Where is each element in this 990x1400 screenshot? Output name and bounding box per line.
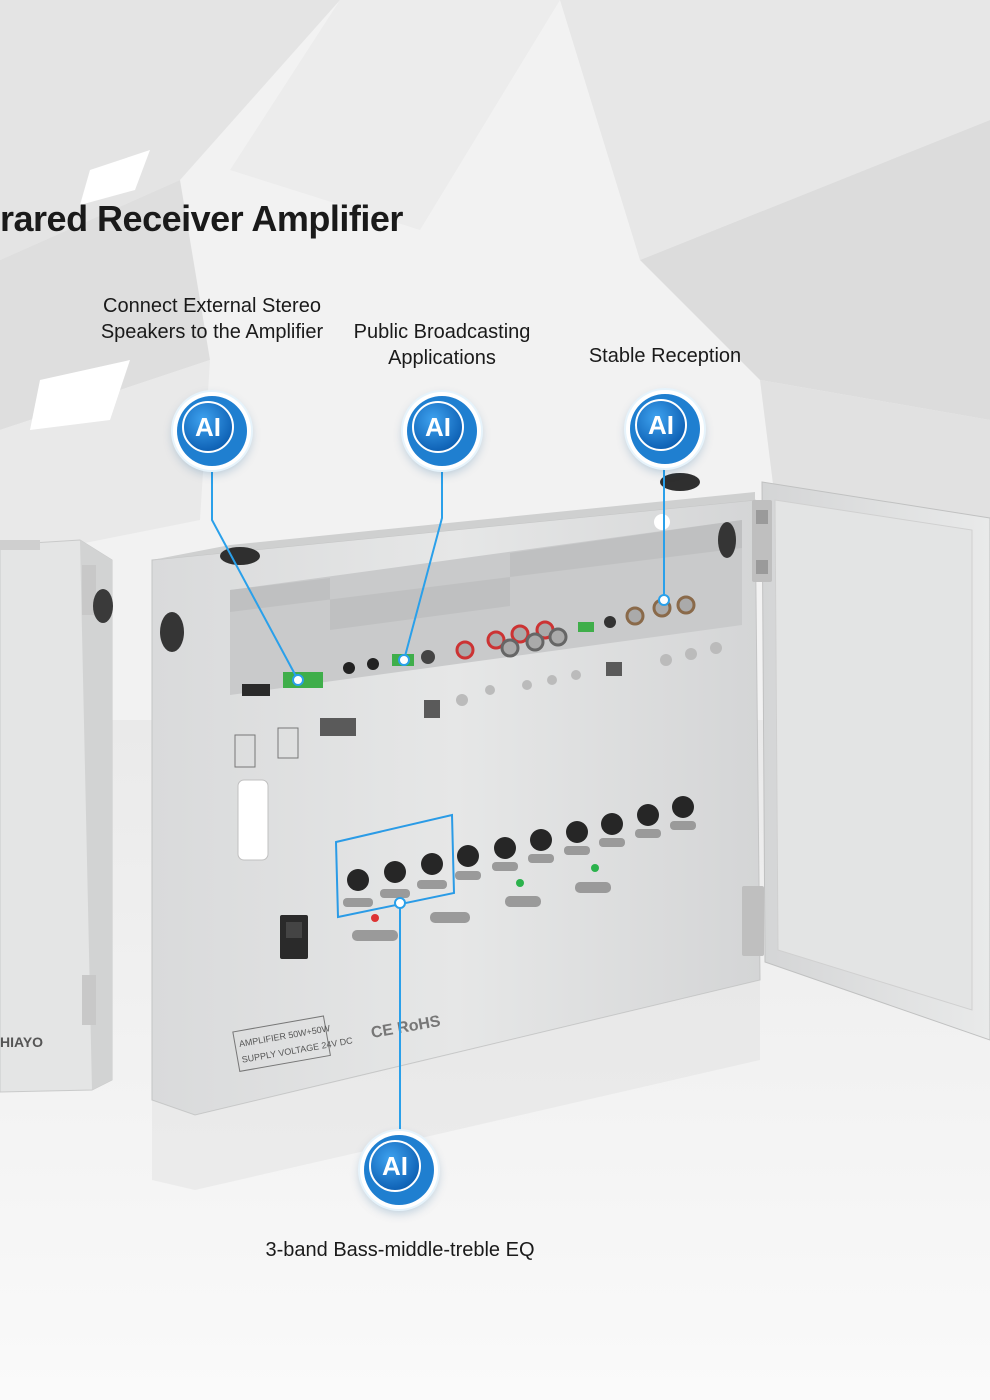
knob-line bbox=[492, 837, 518, 871]
callout-reception: Stable Reception bbox=[588, 345, 742, 367]
callout-eq: 3-band Bass-middle-treble EQ bbox=[265, 1239, 535, 1261]
ai-badge-label: AI bbox=[369, 1140, 421, 1192]
ai-badge-reception: AI bbox=[626, 390, 704, 468]
eq-highlight-box bbox=[334, 813, 456, 919]
knob-ir2 bbox=[670, 796, 696, 830]
ai-badge-speakers: AI bbox=[173, 392, 251, 470]
ai-badge-broadcasting: AI bbox=[403, 392, 481, 470]
knob-treble bbox=[343, 869, 373, 907]
knob-aux1 bbox=[528, 829, 554, 863]
side-brand-text: HIAYO bbox=[0, 1034, 43, 1050]
hinge-bottom bbox=[742, 886, 764, 956]
indicator-row bbox=[352, 864, 611, 941]
amplifier-door bbox=[742, 481, 990, 1041]
knob-bass bbox=[417, 853, 447, 889]
leader-lines bbox=[211, 468, 665, 1132]
side-unit: HIAYO bbox=[0, 539, 113, 1093]
ai-badge-eq: AI bbox=[360, 1131, 438, 1209]
leader-dots bbox=[292, 594, 670, 909]
ai-badge-label: AI bbox=[635, 399, 687, 451]
top-grommet-right bbox=[660, 473, 700, 491]
rca-jacks bbox=[455, 595, 696, 660]
knob-ir1 bbox=[635, 804, 661, 838]
knob-row bbox=[343, 796, 696, 907]
ai-badge-label: AI bbox=[182, 401, 234, 453]
amplifier-body bbox=[151, 473, 761, 1116]
power-switch bbox=[280, 915, 308, 959]
knob-aux3 bbox=[599, 813, 625, 847]
side-grommet bbox=[160, 612, 184, 652]
page-title: rared Receiver Amplifier bbox=[0, 198, 403, 239]
floor-reflection bbox=[152, 980, 760, 1190]
knob-aux2 bbox=[564, 821, 590, 855]
top-grommet-left bbox=[220, 547, 260, 565]
callout-speakers: Connect External Stereo Speakers to the … bbox=[100, 295, 324, 343]
callout-broadcasting: Public Broadcasting Applications bbox=[353, 321, 531, 369]
knob-mid bbox=[380, 861, 410, 898]
ai-badge-label: AI bbox=[412, 401, 464, 453]
knob-ald bbox=[455, 845, 481, 880]
